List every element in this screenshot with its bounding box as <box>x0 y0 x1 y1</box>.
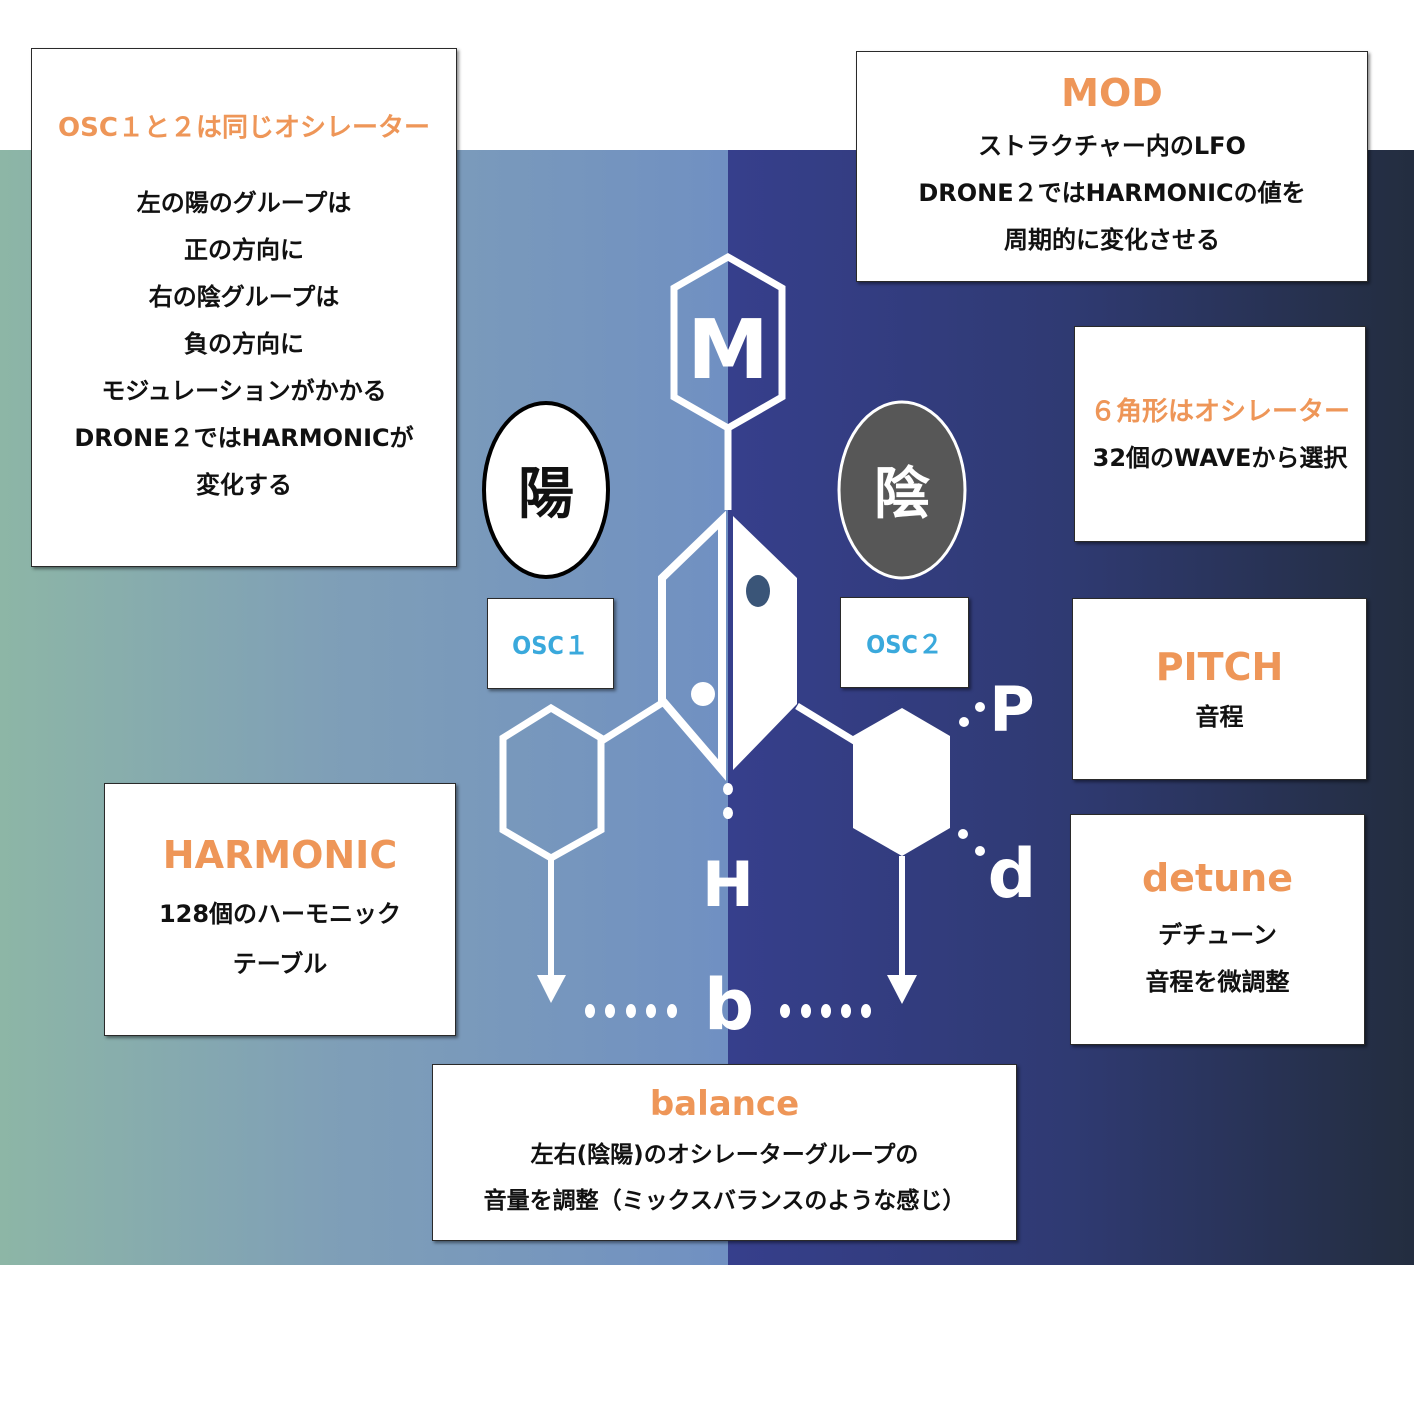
harmonic-letter: H <box>702 848 754 921</box>
harmonic-title: HARMONIC <box>162 832 398 877</box>
mod-line: ストラクチャー内のLFO <box>978 132 1246 160</box>
osc-same-line: 正の方向に <box>184 236 304 264</box>
balance-dot <box>841 1004 851 1018</box>
detune-dot <box>958 829 968 839</box>
yang-label: 陽 <box>518 462 574 527</box>
mod-line: DRONE２ではHARMONICの値を <box>918 179 1306 207</box>
balance-dot <box>801 1004 811 1018</box>
balance-dot <box>861 1004 871 1018</box>
osc2-label-box: OSC２ <box>840 597 969 688</box>
harmonic-line: テーブル <box>232 949 328 978</box>
yang-dot <box>691 682 715 706</box>
right-branch-line <box>795 703 858 745</box>
pitch-line: 音程 <box>1195 703 1244 731</box>
mod-line: 周期的に変化させる <box>1004 226 1220 254</box>
balance-dots-left <box>585 1004 677 1018</box>
yin-label: 陰 <box>874 462 930 527</box>
balance-dot <box>667 1004 677 1018</box>
pitch-title: PITCH <box>1155 645 1284 689</box>
left-down-arrow-icon <box>537 975 566 1003</box>
balance-dots-right <box>780 1004 871 1018</box>
hexagon-line: 32個のWAVEから選択 <box>1092 444 1348 472</box>
osc-same-line: 負の方向に <box>184 330 304 358</box>
harmonic-line: 128個のハーモニック <box>158 899 402 928</box>
balance-dot <box>821 1004 831 1018</box>
left-branch-line <box>598 700 664 745</box>
osc-same-line: 左の陽のグループは <box>136 189 352 217</box>
mod-card: MOD ストラクチャー内のLFO DRONE２ではHARMONICの値を 周期的… <box>856 51 1368 282</box>
center-hexagon-left-half <box>658 510 726 781</box>
osc2-label: OSC２ <box>866 629 943 659</box>
center-hexagon-right-half <box>733 516 797 770</box>
balance-dot <box>780 1004 790 1018</box>
balance-line: 左右(陰陽)のオシレーターグループの <box>530 1141 919 1168</box>
yin-circle-shape <box>837 400 967 580</box>
osc1-label-box: OSC１ <box>487 598 614 689</box>
harmonic-dot <box>723 783 733 795</box>
pitch-dot <box>959 717 969 727</box>
balance-dot <box>626 1004 636 1018</box>
yang-circle[interactable]: 陽 <box>482 401 610 579</box>
hexagon-card: ６角形はオシレーター 32個のWAVEから選択 <box>1074 326 1366 542</box>
balance-title: balance <box>649 1083 800 1124</box>
osc-same-title: OSC１と２は同じオシレーター <box>58 113 430 143</box>
pitch-letter: P <box>989 673 1034 746</box>
center-oscillator-hexagon[interactable] <box>658 510 797 781</box>
yin-circle[interactable]: 陰 <box>837 400 967 580</box>
osc-same-line: 右の陰グループは <box>148 283 340 311</box>
harmonic-indicator[interactable]: H <box>702 783 754 921</box>
detune-card: detune デチューン 音程を微調整 <box>1070 814 1365 1045</box>
harmonic-dot <box>723 807 733 819</box>
yin-dot <box>746 575 770 607</box>
yang-circle-shape <box>482 401 610 579</box>
balance-dot <box>605 1004 615 1018</box>
harmonic-card: HARMONIC 128個のハーモニック テーブル <box>104 783 456 1036</box>
detune-line: 音程を微調整 <box>1145 967 1290 996</box>
left-oscillator-hexagon[interactable] <box>499 703 605 863</box>
detune-letter: d <box>988 835 1037 914</box>
balance-dot <box>646 1004 656 1018</box>
balance-indicator[interactable]: b <box>585 964 871 1046</box>
hexagon-title: ６角形はオシレーター <box>1089 397 1350 427</box>
right-down-arrow-icon <box>887 975 917 1004</box>
pitch-indicator[interactable]: P <box>959 673 1035 746</box>
balance-dot <box>585 1004 595 1018</box>
detune-title: detune <box>1141 855 1294 900</box>
osc-same-line: 変化する <box>196 471 292 499</box>
osc1-label: OSC１ <box>512 630 589 660</box>
osc-same-line: モジュレーションがかかる <box>101 377 387 405</box>
osc-same-card: OSC１と２は同じオシレーター 左の陽のグループは 正の方向に 右の陰グループは… <box>31 48 457 567</box>
detune-dot <box>975 846 985 856</box>
mod-letter: M <box>687 303 769 398</box>
balance-letter: b <box>704 964 754 1046</box>
detune-indicator[interactable]: d <box>958 829 1036 914</box>
balance-card: balance 左右(陰陽)のオシレーターグループの 音量を調整（ミックスバラン… <box>432 1064 1017 1241</box>
mod-title: MOD <box>1061 71 1163 115</box>
detune-line: デチューン <box>1158 920 1277 949</box>
mod-hexagon-outline <box>670 252 786 433</box>
balance-line: 音量を調整（ミックスバランスのような感じ） <box>483 1187 966 1214</box>
mod-hexagon[interactable]: M <box>670 252 786 433</box>
osc-same-line: DRONE２ではHARMONICが <box>74 424 414 452</box>
pitch-dot <box>975 702 985 712</box>
right-oscillator-hexagon[interactable] <box>853 708 950 856</box>
pitch-card: PITCH 音程 <box>1072 598 1367 780</box>
